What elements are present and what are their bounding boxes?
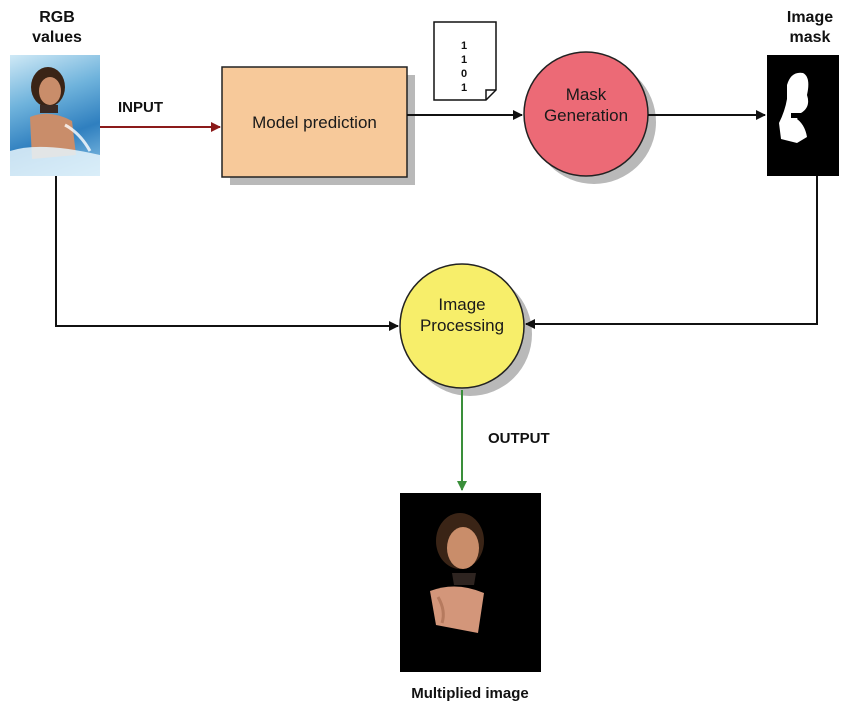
- image-processing-line-2: Processing: [419, 316, 505, 335]
- model-prediction-box: [221, 66, 408, 178]
- image-processing-text: Image Processing: [410, 294, 514, 336]
- mask-generation-text: Mask Generation: [534, 84, 638, 126]
- document-icon: [433, 21, 497, 101]
- woman-figure-icon: [10, 67, 100, 176]
- multiplied-image-photo: [400, 493, 541, 672]
- input-label: INPUT: [118, 99, 163, 116]
- document-fold: [485, 89, 496, 100]
- multiplied-image-label: Multiplied image: [411, 685, 529, 702]
- image-mask-photo: [767, 55, 839, 176]
- document-bit: 0: [460, 68, 468, 80]
- mask-silhouette-icon: [779, 72, 809, 143]
- rgb-input-photo: [10, 55, 100, 176]
- document-bit: 1: [460, 40, 468, 52]
- output-label: OUTPUT: [488, 430, 550, 447]
- masked-woman-icon: [430, 513, 484, 633]
- document-bit: 1: [460, 82, 468, 94]
- document-bit: 1: [460, 54, 468, 66]
- rgb-values-label: RGB values: [32, 9, 82, 46]
- image-processing-circle: [399, 263, 525, 389]
- image-mask-label: Image mask: [786, 9, 834, 46]
- mask-generation-line-2: Generation: [543, 106, 629, 125]
- rgb-to-processing-connector: [55, 176, 399, 331]
- model-prediction-text: Model prediction: [252, 113, 377, 132]
- document-bits: 1 1 0 1: [458, 39, 470, 95]
- image-processing-line-1: Image: [438, 295, 486, 314]
- mask-generation-line-1: Mask: [565, 85, 607, 104]
- mask-to-processing-connector: [525, 176, 818, 329]
